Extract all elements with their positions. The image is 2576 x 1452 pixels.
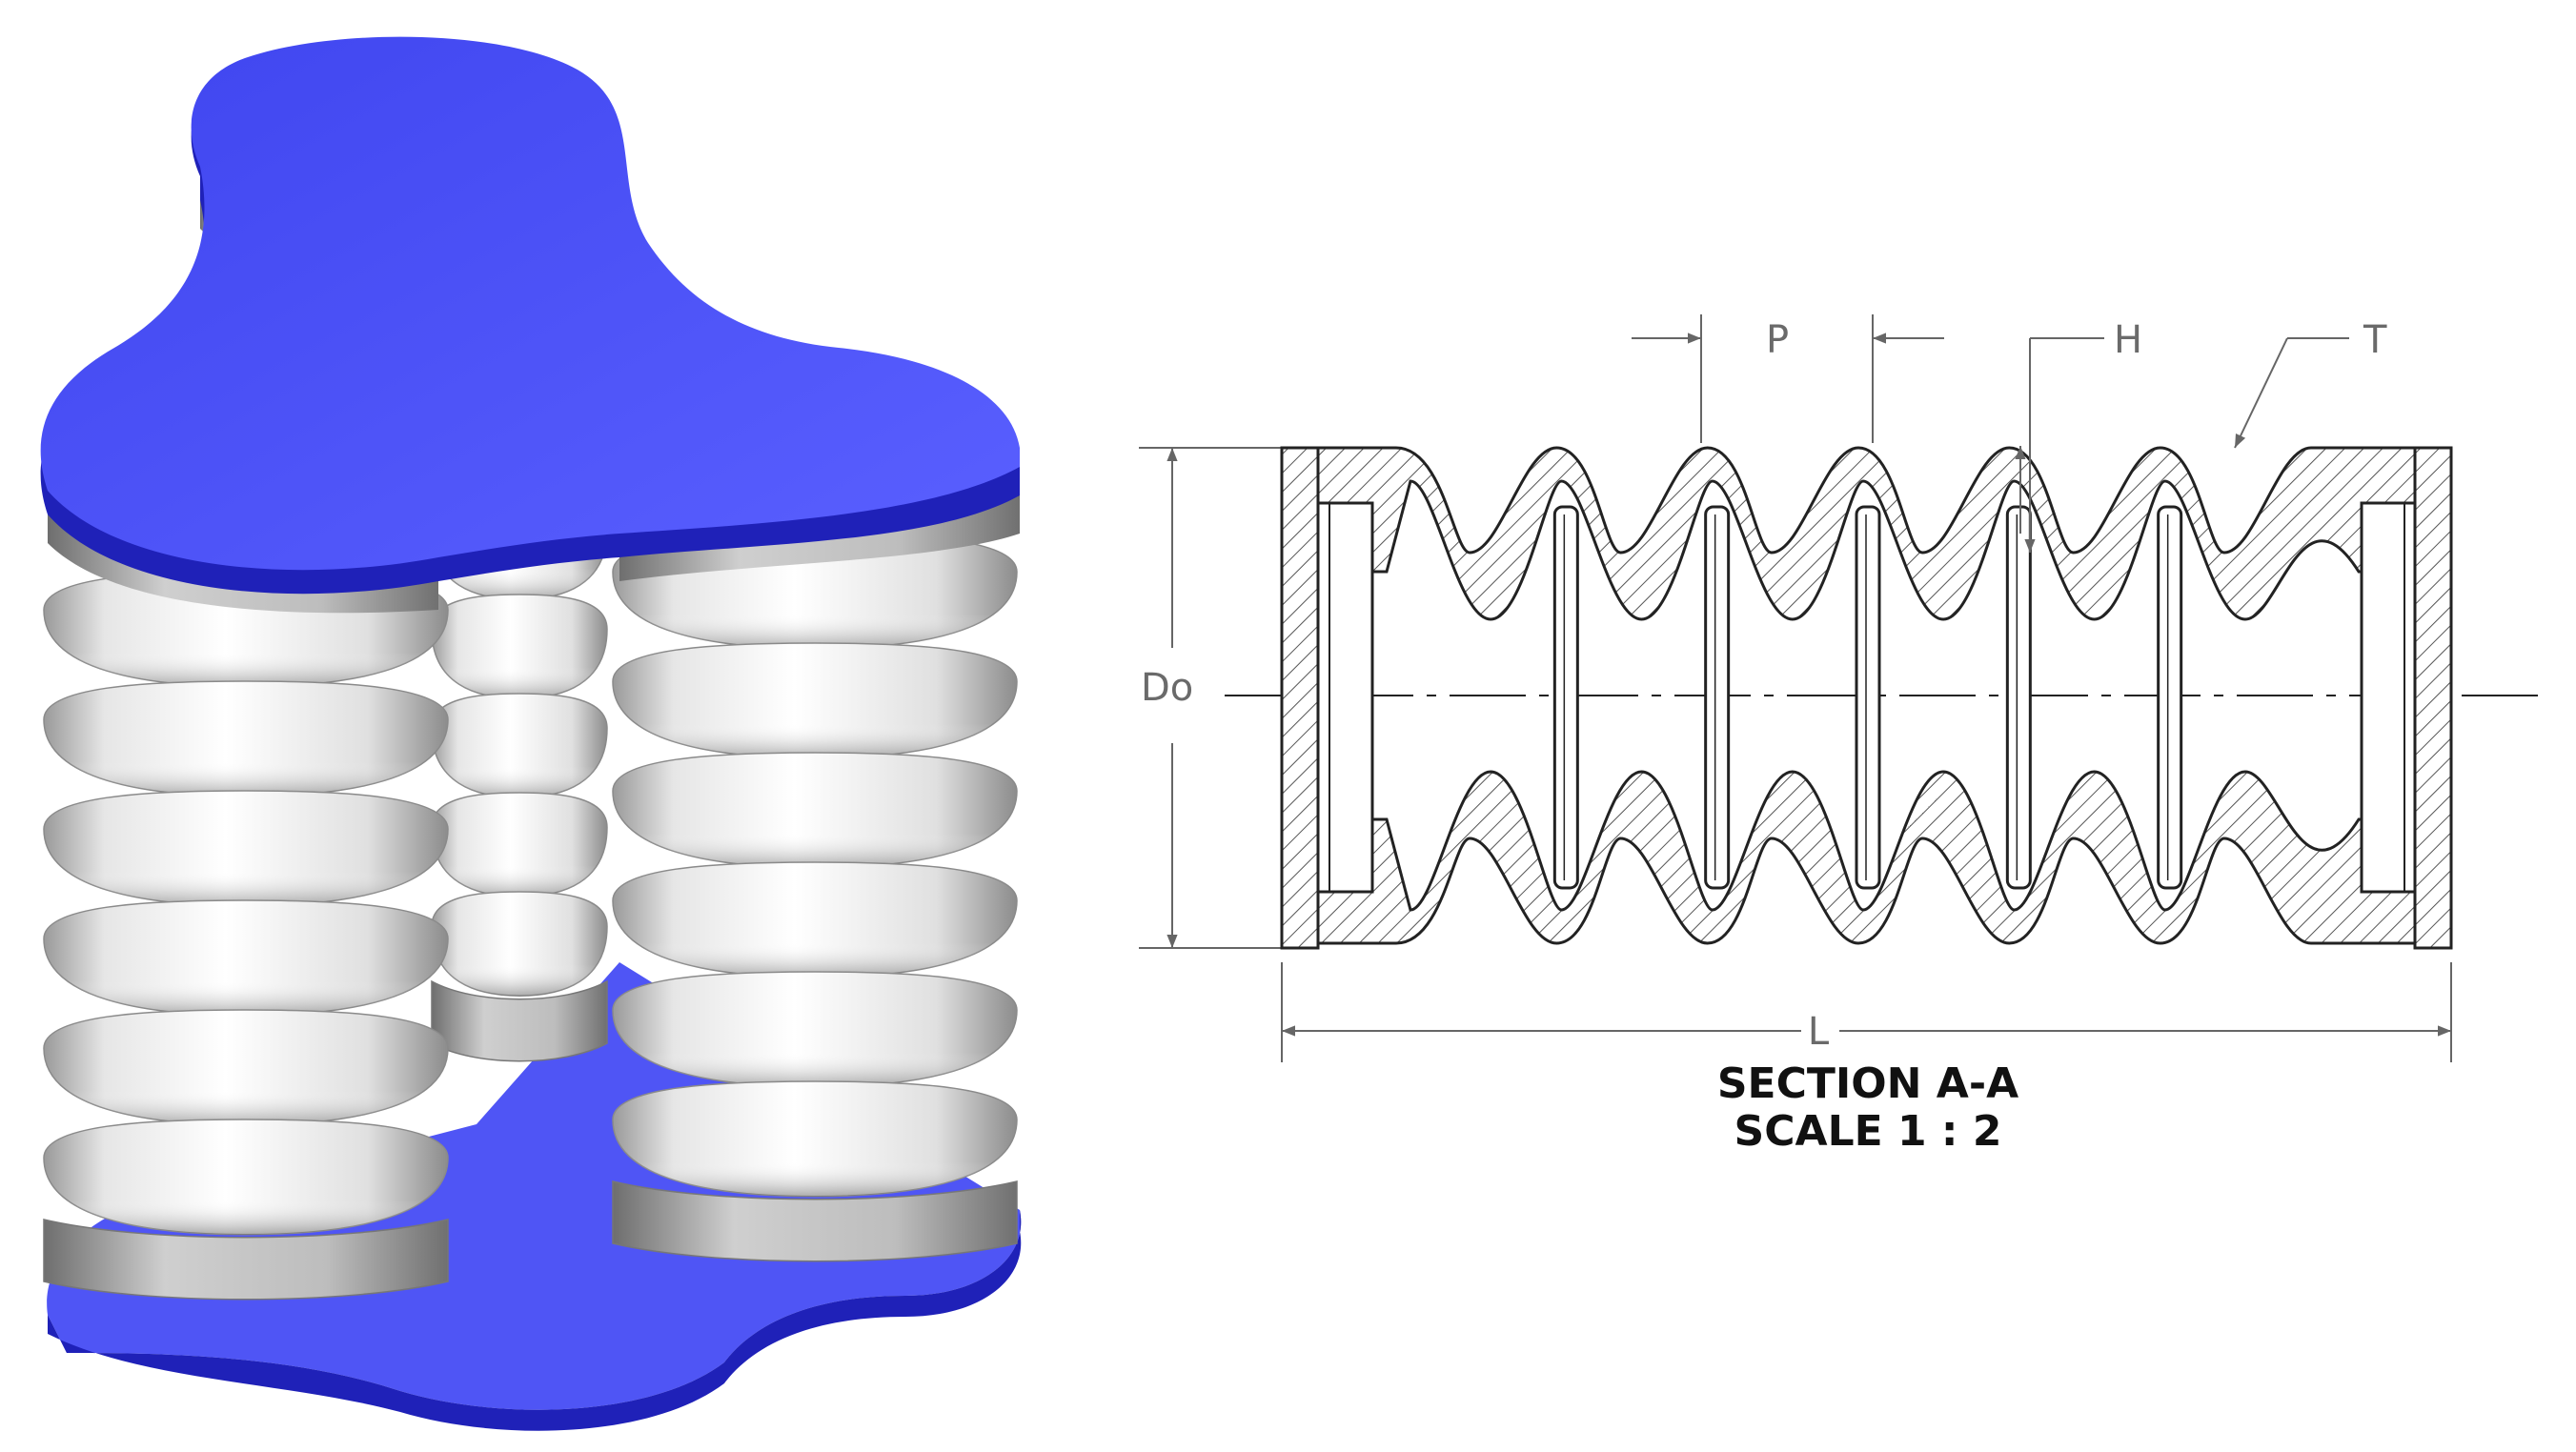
inner-fin xyxy=(1855,505,1881,890)
inner-fin xyxy=(1704,505,1731,890)
bellows-convolution xyxy=(43,1009,449,1126)
section-caption-title: SECTION A-A xyxy=(1717,1059,2018,1108)
dimension-height: H xyxy=(2015,318,2142,553)
dimension-outer-diameter: Do xyxy=(1139,447,1282,949)
bellows-convolution xyxy=(612,642,1018,759)
label-thickness: T xyxy=(2363,318,2387,362)
bellows-convolution xyxy=(43,790,449,907)
bellows-convolution xyxy=(43,1119,449,1236)
bellows-convolution xyxy=(612,861,1018,978)
inner-fin xyxy=(1552,505,1579,890)
bellows-convolution xyxy=(612,752,1018,869)
end-plate-right xyxy=(2360,501,2423,894)
bellows-convolution xyxy=(43,680,449,797)
bellows-convolution xyxy=(612,971,1018,1088)
isometric-view xyxy=(40,36,1022,1431)
top-plate xyxy=(40,36,1020,614)
bellows-convolution xyxy=(431,891,608,997)
inner-fin xyxy=(2005,505,2032,890)
bellows-convolution xyxy=(431,594,608,699)
end-plate-left xyxy=(1311,501,1374,894)
bellows-pillar-left xyxy=(43,571,449,1301)
bellows-pillar-back xyxy=(431,494,608,1062)
bellows-convolution xyxy=(612,1080,1018,1198)
section-caption-scale: SCALE 1 : 2 xyxy=(1734,1107,2002,1156)
label-pitch: P xyxy=(1766,318,1789,362)
dimension-pitch: P xyxy=(1632,314,1944,443)
dimension-length: L xyxy=(1281,962,2452,1062)
label-length: L xyxy=(1808,1010,1830,1054)
bellows-base-collar xyxy=(612,1180,1018,1262)
label-height: H xyxy=(2114,318,2142,362)
bellows-pillar-right xyxy=(612,533,1018,1262)
inner-fin xyxy=(2157,505,2183,890)
right-flange-wall xyxy=(2413,446,2453,950)
dimension-thickness: T xyxy=(2234,318,2387,449)
bellows-convolution xyxy=(43,899,449,1017)
upper-bellows-wall xyxy=(1280,446,2453,621)
bellows-convolution xyxy=(431,792,608,897)
bellows-convolution xyxy=(431,693,608,798)
label-outer-diameter: Do xyxy=(1141,666,1193,710)
bellows-base-collar xyxy=(431,979,608,1062)
left-flange-wall xyxy=(1280,446,1320,950)
section-view: P H T Do L xyxy=(1139,314,2545,1156)
inner-fins xyxy=(1311,501,2423,894)
bellows-base-collar xyxy=(43,1219,449,1301)
lower-bellows-wall xyxy=(1280,770,2453,945)
